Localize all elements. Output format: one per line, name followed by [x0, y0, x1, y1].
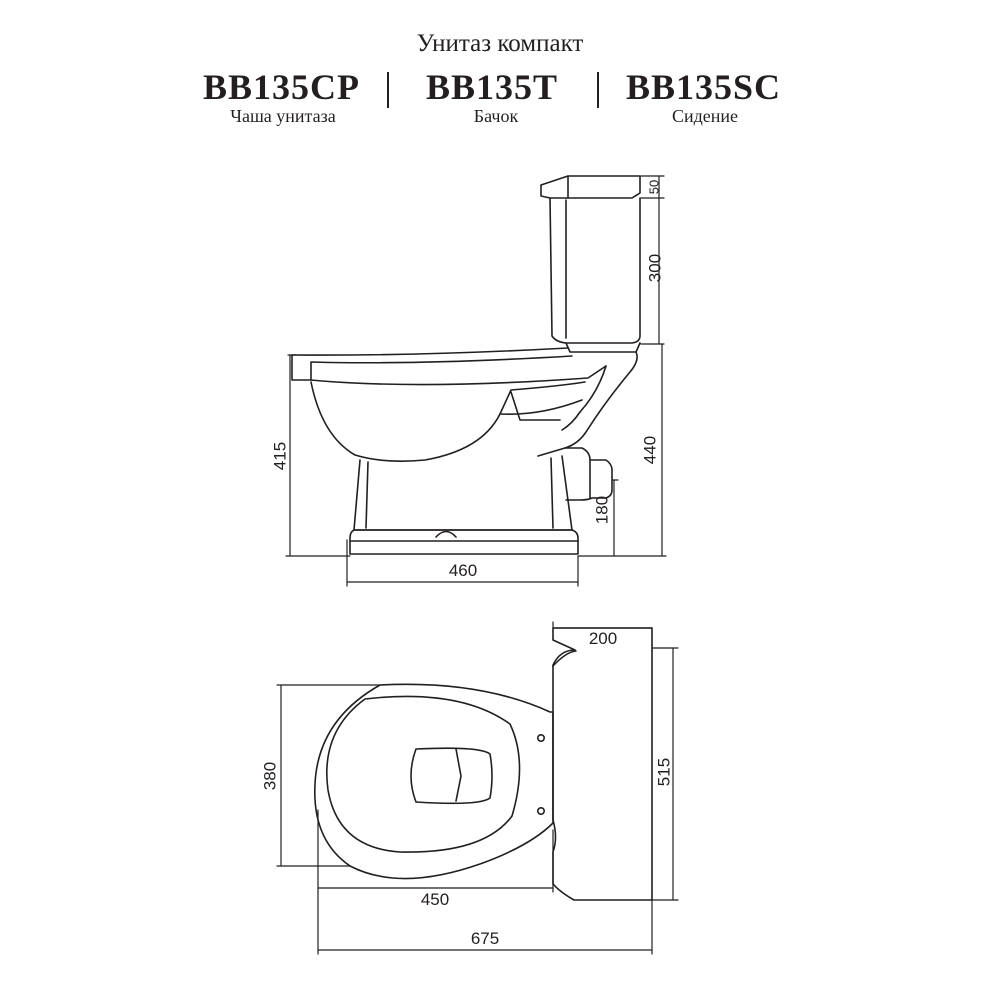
model-label-seat: Сидение	[671, 106, 739, 126]
tank-lid	[540, 175, 641, 199]
top-dimensions: 200 515 380 450 675	[260, 629, 673, 948]
dim-lid-height: 50	[646, 180, 661, 194]
water-area	[410, 747, 493, 805]
trapway	[537, 351, 638, 457]
dim-bowl-length: 450	[421, 890, 449, 909]
fixing-hole	[536, 806, 545, 815]
dim-outlet-height: 180	[592, 496, 611, 524]
dim-base-width: 460	[449, 561, 477, 580]
bowl-rim	[291, 354, 573, 381]
dim-bowl-height: 415	[270, 442, 289, 470]
model-label-bowl: Чаша унитаза	[230, 106, 336, 126]
base-plinth	[349, 529, 579, 555]
dim-tank-depth: 200	[589, 629, 617, 648]
top-view	[276, 621, 679, 955]
model-label-tank: Бачок	[473, 106, 519, 126]
separator	[387, 72, 389, 108]
model-code-tank: BB135T	[426, 67, 559, 107]
header: Унитаз компакт BB135CP BB135T BB135SC Ча…	[0, 0, 1000, 140]
dim-total-height: 440	[640, 436, 659, 464]
dim-bowl-width: 380	[260, 762, 279, 790]
fixing-hole	[536, 733, 545, 742]
model-code-bowl: BB135CP	[203, 67, 361, 107]
bowl-inner-opening	[326, 695, 521, 853]
side-view	[285, 175, 667, 587]
pedestal	[353, 455, 573, 531]
bowl-outer	[310, 365, 607, 386]
outlet-spigot	[564, 447, 613, 501]
tank-body	[549, 197, 641, 344]
model-code-seat: BB135SC	[626, 67, 782, 107]
dim-tank-height: 300	[645, 254, 664, 282]
tank-top-outline	[552, 627, 653, 901]
dim-total-length: 675	[471, 929, 499, 948]
product-title: Унитаз компакт	[416, 30, 584, 57]
side-dimensions: 50 300 440 180 415 460	[270, 180, 664, 580]
bowl-top-outline	[314, 683, 554, 880]
separator	[597, 72, 599, 108]
dim-tank-width: 515	[654, 758, 673, 786]
